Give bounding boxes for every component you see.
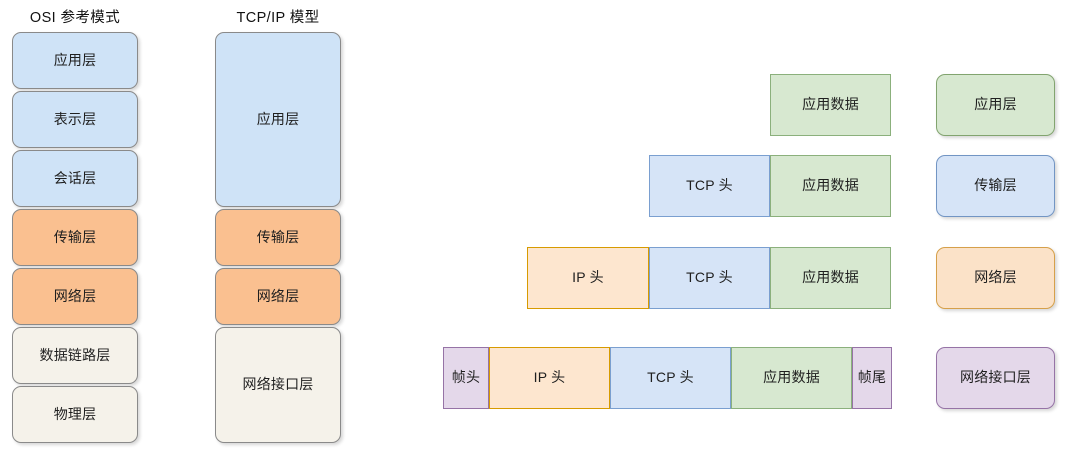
encapsulation-segment-tcp-header[interactable]: TCP 头 xyxy=(610,347,731,409)
tcpip-layer-label: 传输层 xyxy=(256,228,300,245)
tcpip-layer-label: 网络层 xyxy=(256,287,300,304)
osi-layer-label: 传输层 xyxy=(53,228,97,245)
osi-layer-network[interactable]: 网络层 xyxy=(12,268,138,325)
osi-layer-physical[interactable]: 物理层 xyxy=(12,386,138,443)
encapsulation-segment-ip-header[interactable]: IP 头 xyxy=(527,247,649,309)
osi-layer-label: 表示层 xyxy=(53,110,97,127)
osi-layer-application[interactable]: 应用层 xyxy=(12,32,138,89)
legend-label: 传输层 xyxy=(974,177,1017,194)
encapsulation-segment-app-data[interactable]: 应用数据 xyxy=(770,155,891,217)
osi-layer-session[interactable]: 会话层 xyxy=(12,150,138,207)
segment-label: 应用数据 xyxy=(763,369,820,386)
segment-label: IP 头 xyxy=(572,269,604,286)
osi-layer-presentation[interactable]: 表示层 xyxy=(12,91,138,148)
tcpip-layer-transport[interactable]: 传输层 xyxy=(215,209,341,266)
encapsulation-segment-app-data[interactable]: 应用数据 xyxy=(770,74,891,136)
encapsulation-segment-app-data[interactable]: 应用数据 xyxy=(731,347,852,409)
osi-layer-label: 物理层 xyxy=(53,405,97,422)
legend-label: 网络层 xyxy=(974,269,1017,286)
encapsulation-legend-network[interactable]: 网络层 xyxy=(936,247,1055,309)
encapsulation-legend-application[interactable]: 应用层 xyxy=(936,74,1055,136)
legend-label: 应用层 xyxy=(974,96,1017,113)
segment-label: TCP 头 xyxy=(686,177,733,194)
legend-label: 网络接口层 xyxy=(960,369,1031,386)
segment-label: TCP 头 xyxy=(686,269,733,286)
encapsulation-segment-tcp-header[interactable]: TCP 头 xyxy=(649,155,770,217)
segment-label: 帧头 xyxy=(451,369,481,386)
tcpip-layer-label: 应用层 xyxy=(256,110,300,127)
encapsulation-segment-tcp-header[interactable]: TCP 头 xyxy=(649,247,770,309)
tcpip-layer-network-interface[interactable]: 网络接口层 xyxy=(215,327,341,443)
encapsulation-legend-network-interface[interactable]: 网络接口层 xyxy=(936,347,1055,409)
osi-layer-label: 应用层 xyxy=(53,51,97,68)
segment-label: IP 头 xyxy=(533,369,566,386)
osi-layer-transport[interactable]: 传输层 xyxy=(12,209,138,266)
segment-label: 应用数据 xyxy=(802,269,859,286)
tcpip-layer-label: 网络接口层 xyxy=(242,376,314,393)
segment-label: 应用数据 xyxy=(802,96,859,113)
osi-layer-label: 会话层 xyxy=(53,169,97,186)
encapsulation-segment-frame-trailer[interactable]: 帧尾 xyxy=(852,347,892,409)
osi-layer-label: 网络层 xyxy=(53,287,97,304)
tcpip-column-title: TCP/IP 模型 xyxy=(236,10,320,26)
encapsulation-segment-ip-header[interactable]: IP 头 xyxy=(489,347,610,409)
encapsulation-segment-app-data[interactable]: 应用数据 xyxy=(770,247,891,309)
osi-column-title: OSI 参考模式 xyxy=(29,10,121,26)
osi-layer-data-link[interactable]: 数据链路层 xyxy=(12,327,138,384)
segment-label: TCP 头 xyxy=(647,369,694,386)
segment-label: 应用数据 xyxy=(802,177,859,194)
encapsulation-segment-frame-header[interactable]: 帧头 xyxy=(443,347,489,409)
segment-label: 帧尾 xyxy=(857,369,887,386)
osi-layer-label: 数据链路层 xyxy=(39,346,111,363)
encapsulation-legend-transport[interactable]: 传输层 xyxy=(936,155,1055,217)
tcpip-layer-network[interactable]: 网络层 xyxy=(215,268,341,325)
tcpip-layer-application[interactable]: 应用层 xyxy=(215,32,341,207)
